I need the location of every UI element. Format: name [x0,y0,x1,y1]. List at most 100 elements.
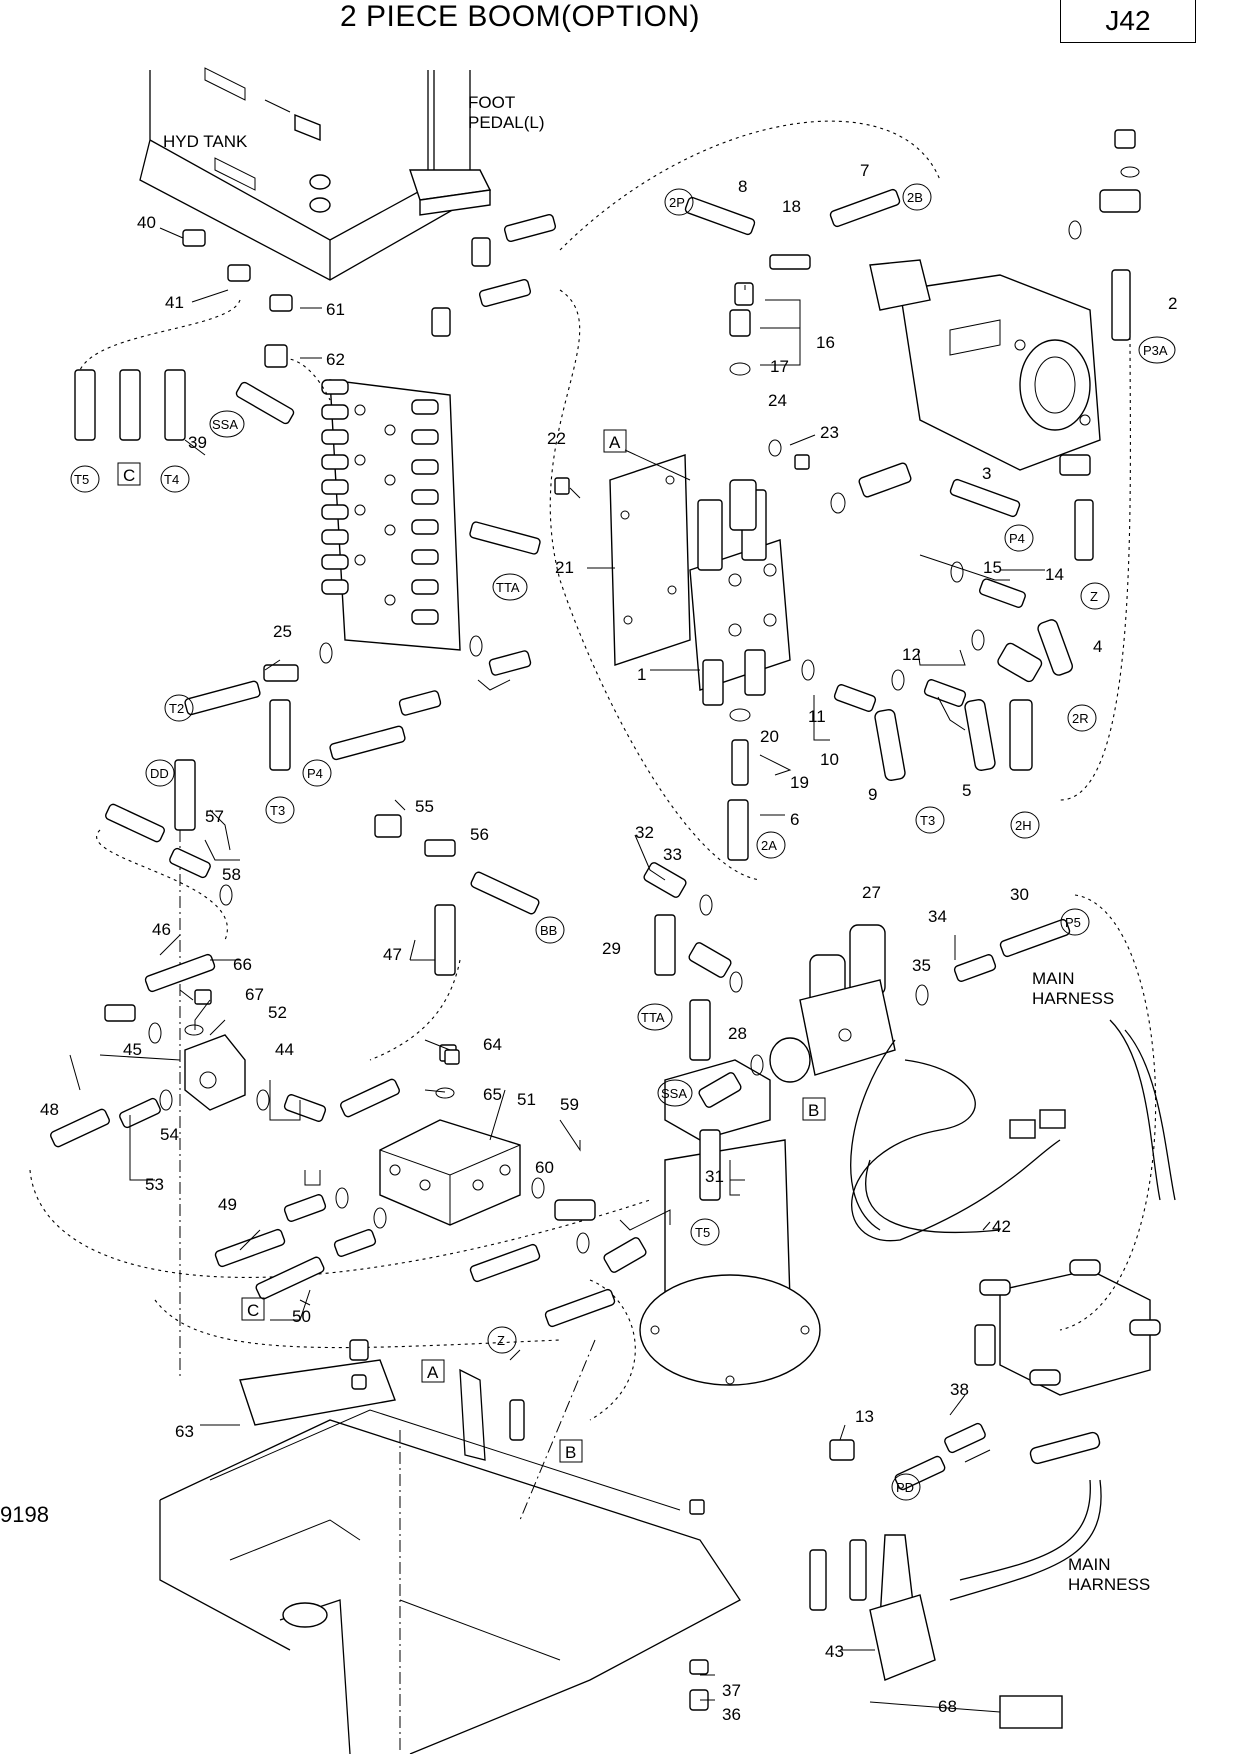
part-number: 6 [790,810,799,829]
part-number: 66 [233,955,252,974]
box-ref-b: B [808,1101,819,1120]
part-number: 27 [862,883,881,902]
port-label: TTA [641,1010,665,1025]
part-number: 28 [728,1024,747,1043]
port-label: SSA [661,1086,687,1101]
port-label: 2P [669,195,685,210]
port-label: 2R [1072,711,1089,726]
box-ref-c: C [123,466,135,485]
part-number: 30 [1010,885,1029,904]
part-number: 53 [145,1175,164,1194]
port-label: TTA [496,580,520,595]
port-label: P5 [1065,915,1081,930]
port-label: T5 [74,472,89,487]
part-number: 63 [175,1422,194,1441]
foot-pedal: FOOT PEDAL(L) [409,70,545,337]
part-number: 50 [292,1307,311,1326]
part-number: 33 [663,845,682,864]
part-number: 22 [547,429,566,448]
port-label: T3 [270,803,285,818]
part-number: 68 [938,1697,957,1716]
part-number: 3 [982,464,991,483]
part-number: 40 [137,213,156,232]
part-number: 43 [825,1642,844,1661]
port-label: P3A [1143,343,1168,358]
page-code: J42 [1060,0,1196,43]
part-number: 41 [165,293,184,312]
foot-pedal-label-1: FOOT [468,93,515,112]
part-number: 2 [1168,294,1177,313]
box-ref-c: C [247,1301,259,1320]
part-number: 9 [868,785,877,804]
pilot-pump [869,259,1101,471]
part-number: 42 [992,1217,1011,1236]
part-number: 46 [152,920,171,939]
part-number: 29 [602,939,621,958]
port-label: T3 [920,813,935,828]
part-number: 52 [268,1003,287,1022]
main-control-valve [321,379,461,651]
part-number: 47 [383,945,402,964]
part-number: 59 [560,1095,579,1114]
port-label: PD [896,1480,914,1495]
part-number: 34 [928,907,947,926]
circled-port-labels: T5 T4 SSA TTA T2 P4 T3 DD BB Z 2P 2B P3A… [70,183,1176,1501]
part-number: 67 [245,985,264,1004]
rcv-valve [979,1259,1161,1396]
leader-lines [69,227,1045,1713]
part-number: 37 [722,1681,741,1700]
part-number: 35 [912,956,931,975]
o-rings [148,166,1140,1254]
port-label: P4 [307,766,323,781]
part-number: 17 [770,357,789,376]
port-label: 2B [907,190,923,205]
part-number: 13 [855,1407,874,1426]
part-number: 48 [40,1100,59,1119]
port-label: T2 [169,701,184,716]
part-number: 20 [760,727,779,746]
swing-motor [639,1059,821,1386]
part-number: 14 [1045,565,1064,584]
part-number: 38 [950,1380,969,1399]
part-number-labels: 1 2 3 4 5 6 7 8 9 10 11 12 13 14 15 16 1… [40,161,1177,1724]
part-number: 11 [808,707,826,726]
part-number: 21 [555,558,574,577]
hydraulic-tank: HYD TANK [139,67,471,281]
port-label: 2H [1015,818,1032,833]
part-number: 4 [1093,637,1102,656]
main-harness-1-label-line2: HARNESS [1032,989,1114,1008]
part-number: 24 [768,391,787,410]
part-number: 57 [205,807,224,826]
port-label: T5 [695,1225,710,1240]
part-number: 10 [820,750,839,769]
box-ref-a: A [609,433,621,452]
port-label: Z [497,1333,505,1348]
joystick [869,1534,936,1681]
part-number: 12 [902,645,921,664]
part-number: 51 [517,1090,536,1109]
part-number: 54 [160,1125,179,1144]
part-number: 18 [782,197,801,216]
hyd-tank-label: HYD TANK [163,132,248,151]
part-number: 60 [535,1158,554,1177]
hose-routes [29,70,1157,1754]
part-number: 23 [820,423,839,442]
part-number: 19 [790,773,809,792]
fittings [50,129,1141,1729]
solenoid-valve [769,924,896,1083]
part-number: 1 [637,665,646,684]
part-number: 32 [635,823,654,842]
part-number: 31 [705,1167,724,1186]
page-title: 2 PIECE BOOM(OPTION) [340,0,701,33]
valve-block-52 [184,1034,246,1111]
port-label: SSA [212,417,238,432]
valve-block-51 [379,1119,521,1226]
wire-harness: MAIN HARNESS MAIN HARNESS [850,969,1176,1601]
part-number: 49 [218,1195,237,1214]
part-number: 64 [483,1035,502,1054]
part-number: 61 [326,300,345,319]
part-number: 8 [738,177,747,196]
boxed-references: A C B C A B [117,429,826,1463]
part-number: 65 [483,1085,502,1104]
